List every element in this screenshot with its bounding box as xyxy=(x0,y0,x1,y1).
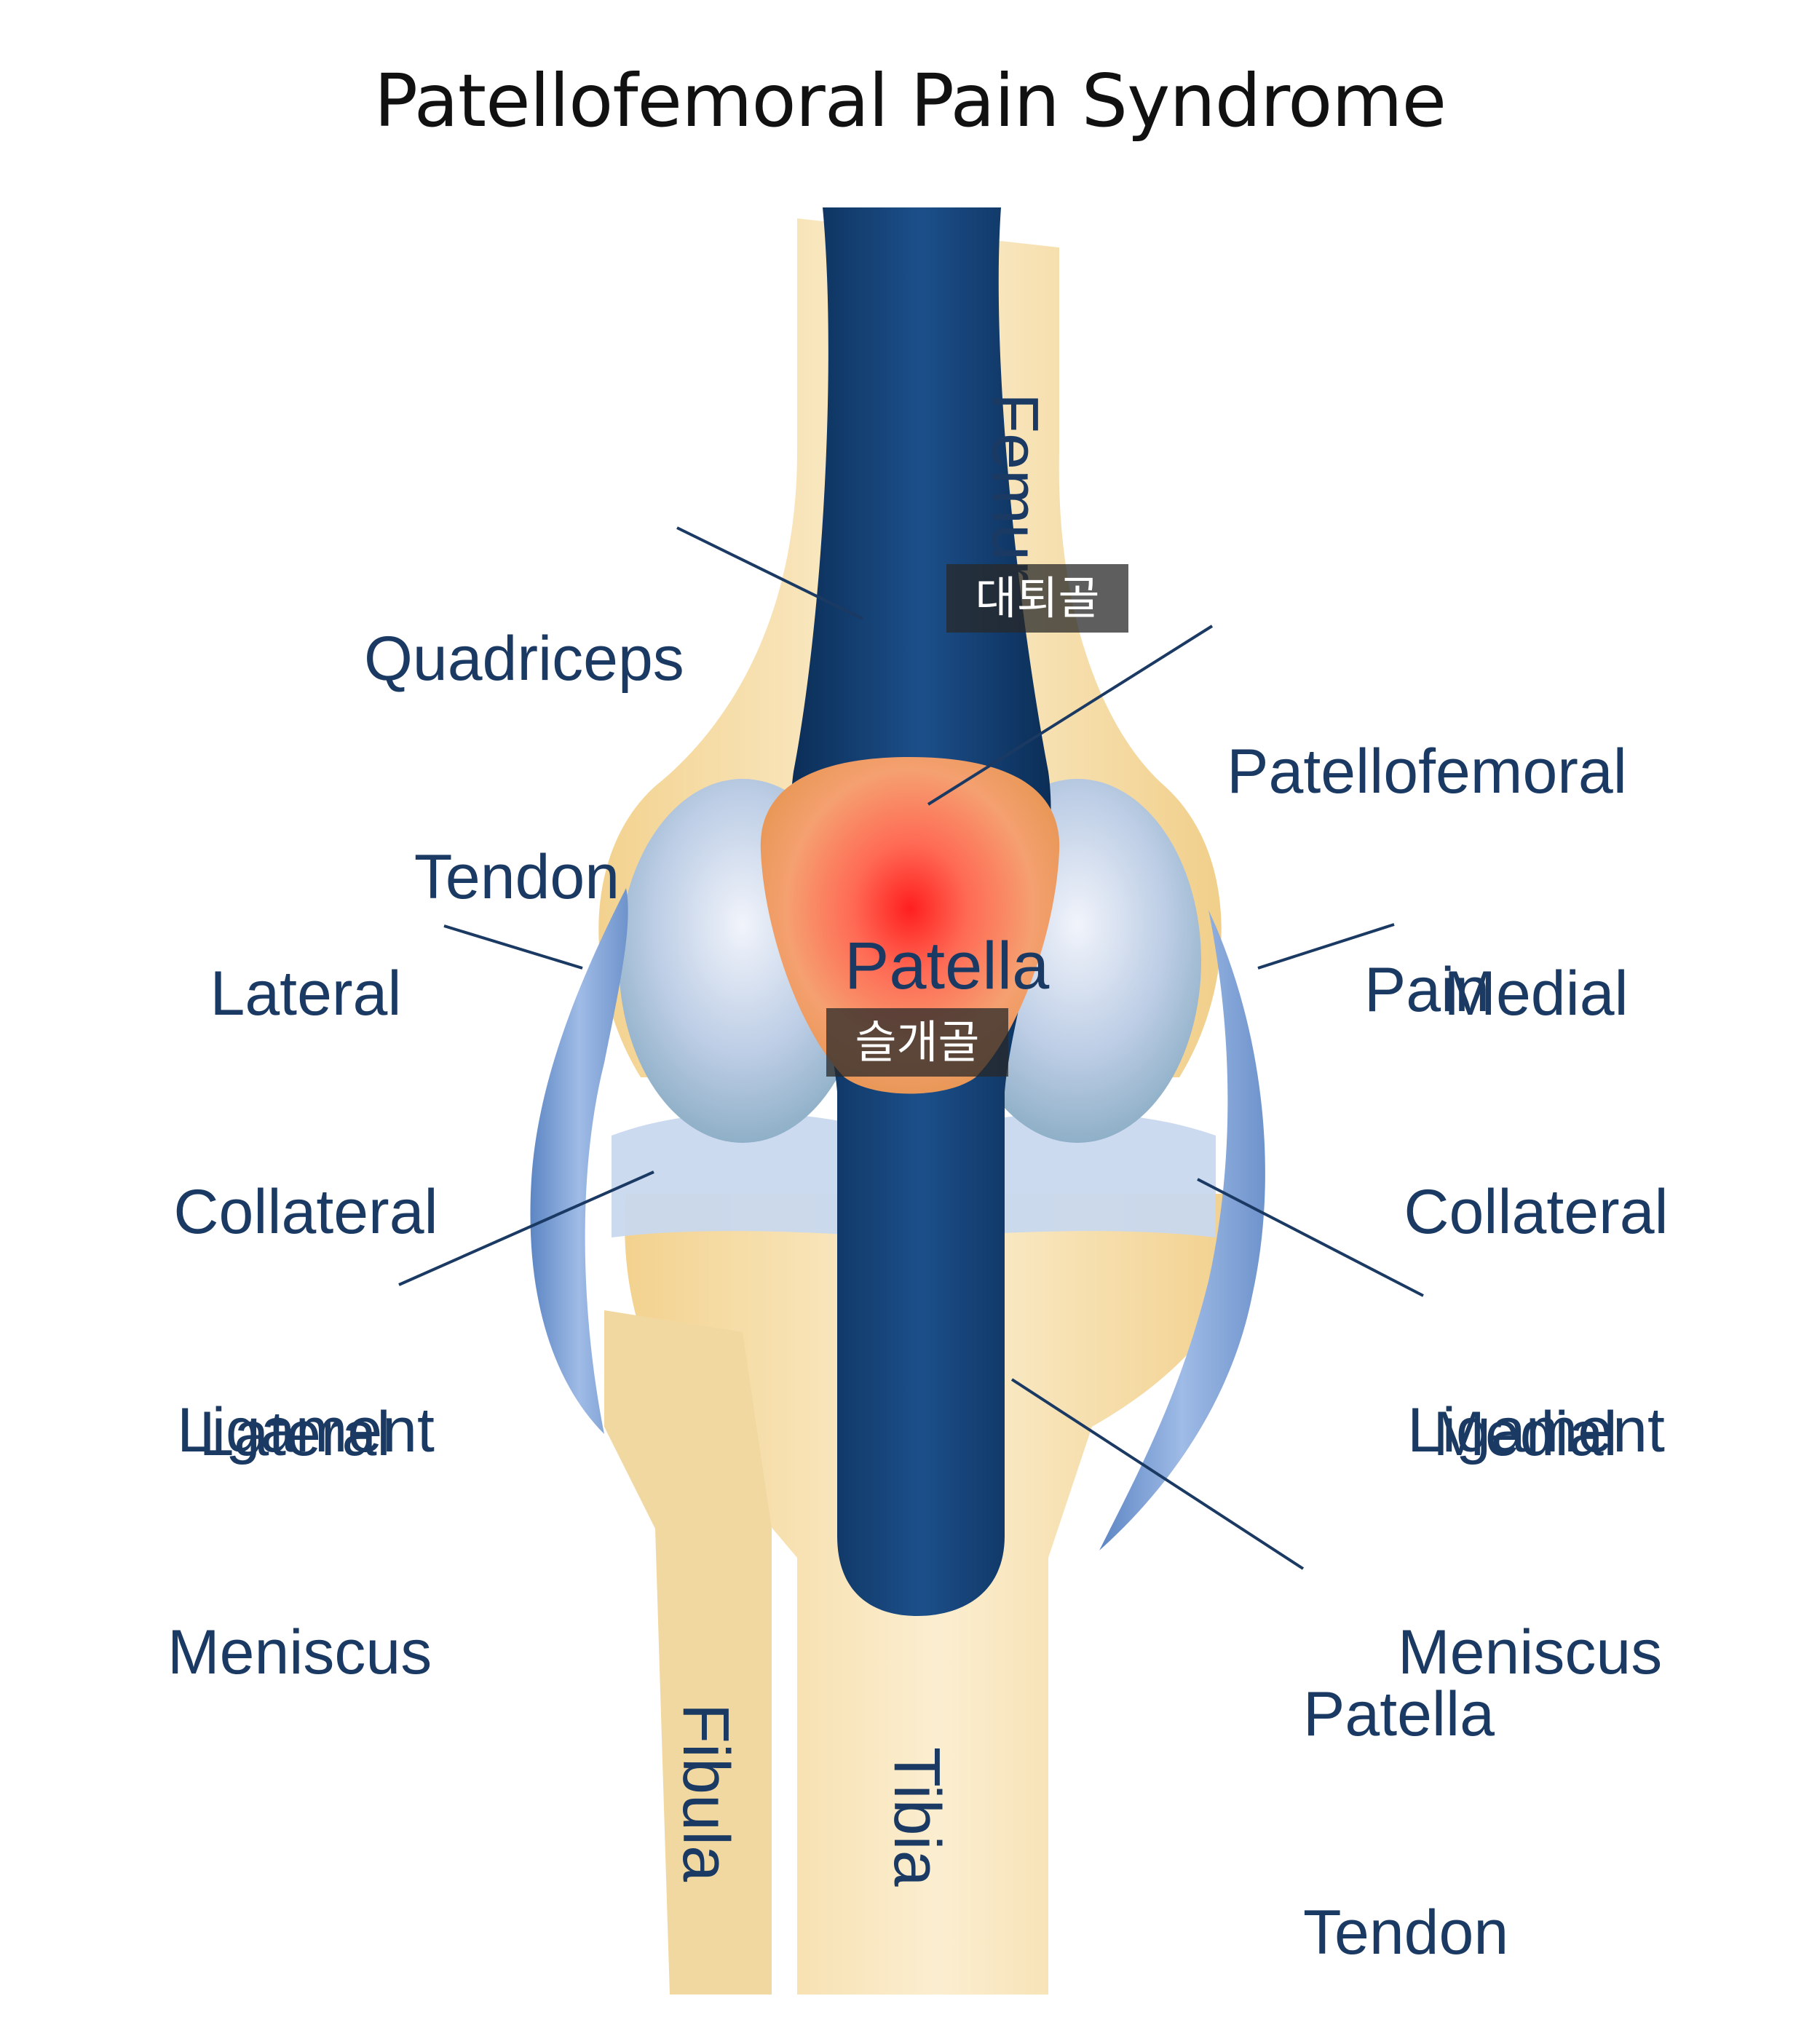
medial-collateral-ligament-shape xyxy=(1099,910,1265,1550)
label-patellofemoral-pain: Patellofemoral Pain xyxy=(1223,590,1631,1172)
label-line: Meniscus xyxy=(1398,1617,1663,1687)
label-line: Medial xyxy=(1433,1399,1618,1469)
label-femur: Femur xyxy=(978,393,1051,583)
label-line: Tendon xyxy=(414,842,620,912)
label-line: Lateral xyxy=(210,959,402,1029)
fibula-bone xyxy=(604,1310,772,1995)
leader-medial-collateral-ligament xyxy=(1257,923,1395,970)
leader-patella-tendon xyxy=(1010,1378,1305,1570)
leader-lines xyxy=(398,526,1424,1570)
korean-femur-label: 대퇴골 xyxy=(946,564,1128,633)
label-medial-collateral-ligament: Medial Collateral Ligament xyxy=(1398,812,1674,1612)
lateral-collateral-ligament-shape xyxy=(530,888,628,1434)
label-line: Pain xyxy=(1364,955,1490,1025)
label-medial-meniscus: Medial Meniscus xyxy=(1398,1252,1663,1834)
label-line: Patella xyxy=(1303,1679,1495,1749)
label-line: Quadriceps xyxy=(364,624,684,694)
label-lateral-meniscus: Lateral Meniscus xyxy=(167,1252,432,1834)
leader-medial-meniscus xyxy=(1197,1178,1424,1297)
diagram-title: Patellofemoral Pain Syndrome xyxy=(373,58,1447,143)
label-line: Patellofemoral xyxy=(1227,737,1627,807)
label-line: Collateral xyxy=(173,1177,438,1247)
label-line: Ligament xyxy=(177,1395,435,1465)
label-line: Ligament xyxy=(1407,1395,1665,1465)
label-line: Lateral xyxy=(199,1399,391,1469)
leader-quadriceps-tendon xyxy=(676,526,863,620)
label-tibia: Tibia xyxy=(880,1747,953,1887)
korean-patella-label: 슬개골 xyxy=(826,1008,1008,1077)
label-quadriceps-tendon: Quadriceps Tendon xyxy=(364,477,684,1059)
label-patella: Patella xyxy=(844,929,1050,1003)
label-line: Collateral xyxy=(1404,1177,1669,1247)
label-fibula: Fibula xyxy=(669,1703,742,1882)
leader-lateral-collateral-ligament xyxy=(443,924,583,970)
label-lateral-collateral-ligament: Lateral Collateral Ligament xyxy=(167,812,444,1612)
label-line: Medial xyxy=(1444,959,1629,1029)
leader-lateral-meniscus xyxy=(398,1170,654,1286)
label-line: Tendon xyxy=(1303,1898,1509,1968)
leader-patellofemoral-pain xyxy=(927,625,1214,806)
label-patella-tendon: Patella Tendon xyxy=(1303,1532,1509,2044)
label-line: Meniscus xyxy=(167,1617,432,1687)
